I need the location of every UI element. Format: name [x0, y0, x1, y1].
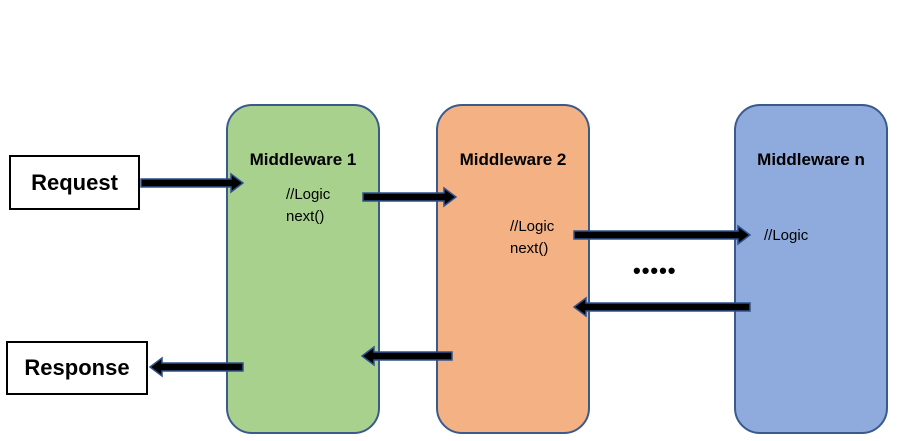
arrow-mwn-to-mw2	[572, 296, 751, 318]
middleware-1-box: Middleware 1 //Logic next()	[226, 104, 380, 434]
ellipsis: •••••	[633, 258, 677, 283]
arrow-mw1-to-response	[148, 356, 244, 378]
middleware-2-next: next()	[510, 240, 549, 257]
middleware-2-box: Middleware 2 //Logic next()	[436, 104, 590, 434]
response-box: Response	[6, 341, 148, 395]
middleware-2-title: Middleware 2	[459, 150, 567, 169]
middleware-1-next: next()	[286, 208, 325, 225]
middleware-1-title: Middleware 1	[249, 150, 357, 169]
request-label: Request	[31, 169, 118, 195]
middleware-n-logic: //Logic	[764, 227, 809, 244]
arrow-request-to-mw1	[140, 172, 245, 194]
request-box: Request	[9, 155, 140, 210]
middleware-1-logic: //Logic	[286, 186, 331, 203]
arrow-mw1-to-mw2	[362, 186, 458, 208]
middleware-n-title: Middleware n	[757, 150, 865, 169]
middleware-2-logic: //Logic	[510, 218, 555, 235]
response-label: Response	[24, 355, 130, 380]
middleware-n-box: Middleware n //Logic	[734, 104, 888, 434]
arrow-mw2-to-mwn	[573, 224, 752, 246]
arrow-mw2-to-mw1	[360, 345, 453, 367]
